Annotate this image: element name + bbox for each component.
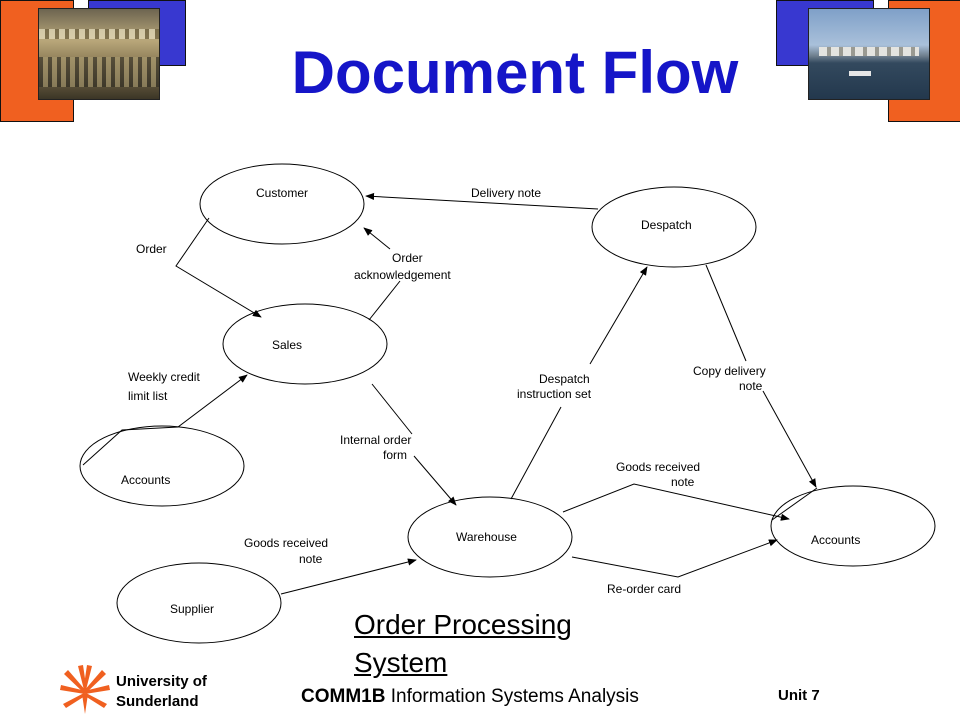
weekly-credit-label-1: Weekly credit	[128, 370, 200, 384]
despatch-instruction-label-2: instruction set	[517, 387, 592, 401]
diagram-caption: Order Processing System	[354, 606, 572, 682]
accounts-left-node	[79, 425, 245, 507]
supplier-grn-label-1: Goods received	[244, 536, 329, 550]
internal-order-flow-arrow	[413, 455, 457, 506]
university-name: University of Sunderland	[116, 672, 207, 712]
course-code: COMM1B	[301, 686, 386, 707]
internal-order-label-1: Internal order	[340, 433, 412, 447]
accounts-right-node	[770, 485, 936, 567]
course-footer: COMM1B Information Systems Analysis	[301, 686, 639, 708]
internal-order-flow	[371, 383, 413, 435]
corner-decor-left	[0, 0, 190, 130]
copy-delivery-label-2: note	[739, 379, 763, 393]
office-photo	[38, 8, 160, 100]
order-flow-label: Order	[136, 242, 167, 256]
despatch-instruction-flow	[510, 406, 562, 500]
order-ack-flow-arrow	[363, 227, 391, 250]
weekly-credit-flow	[82, 374, 248, 466]
despatch-node	[591, 186, 757, 268]
harbour-photo	[808, 8, 930, 100]
order-ack-label-2: acknowledgement	[354, 268, 451, 282]
reorder-card-flow	[571, 539, 778, 578]
order-ack-label-1: Order	[392, 251, 423, 265]
copy-delivery-label-1: Copy delivery	[693, 364, 766, 378]
course-name: Information Systems Analysis	[385, 686, 639, 707]
goods-received-note-flow	[562, 483, 790, 521]
delivery-note-flow	[365, 192, 599, 210]
accounts-right-label: Accounts	[811, 533, 861, 547]
university-line-2: Sunderland	[116, 693, 199, 710]
goods-received-label-1: Goods received	[616, 460, 701, 474]
internal-order-label-2: form	[383, 448, 407, 462]
supplier-grn-flow	[280, 558, 417, 595]
copy-delivery-note-flow	[705, 264, 747, 362]
customer-node	[199, 163, 365, 245]
order-flow	[175, 217, 262, 318]
page-title: Document Flow	[291, 39, 739, 106]
despatch-label: Despatch	[641, 218, 692, 232]
copy-delivery-note-flow-arrow	[762, 390, 817, 488]
caption-line-2: System	[354, 647, 448, 678]
university-line-1: University of	[116, 673, 207, 690]
unit-label: Unit 7	[778, 687, 820, 704]
weekly-credit-label-2: limit list	[128, 389, 168, 403]
accounts-right-line	[771, 487, 818, 521]
order-ack-flow	[368, 280, 401, 321]
customer-label: Customer	[256, 186, 309, 200]
sales-label: Sales	[272, 338, 303, 352]
caption-line-1: Order Processing	[354, 609, 572, 640]
university-logo	[60, 665, 110, 714]
warehouse-node	[407, 496, 573, 578]
supplier-grn-label-2: note	[299, 552, 323, 566]
corner-decor-right	[770, 0, 960, 130]
accounts-left-label: Accounts	[121, 473, 171, 487]
despatch-instruction-flow-arrow	[589, 266, 648, 365]
reorder-card-label: Re-order card	[607, 582, 682, 596]
supplier-node	[116, 562, 282, 644]
sales-node	[222, 303, 388, 385]
despatch-instruction-label-1: Despatch	[539, 372, 590, 386]
goods-received-label-2: note	[671, 475, 695, 489]
delivery-note-label: Delivery note	[471, 186, 542, 200]
warehouse-label: Warehouse	[456, 530, 517, 544]
supplier-label: Supplier	[170, 602, 215, 616]
